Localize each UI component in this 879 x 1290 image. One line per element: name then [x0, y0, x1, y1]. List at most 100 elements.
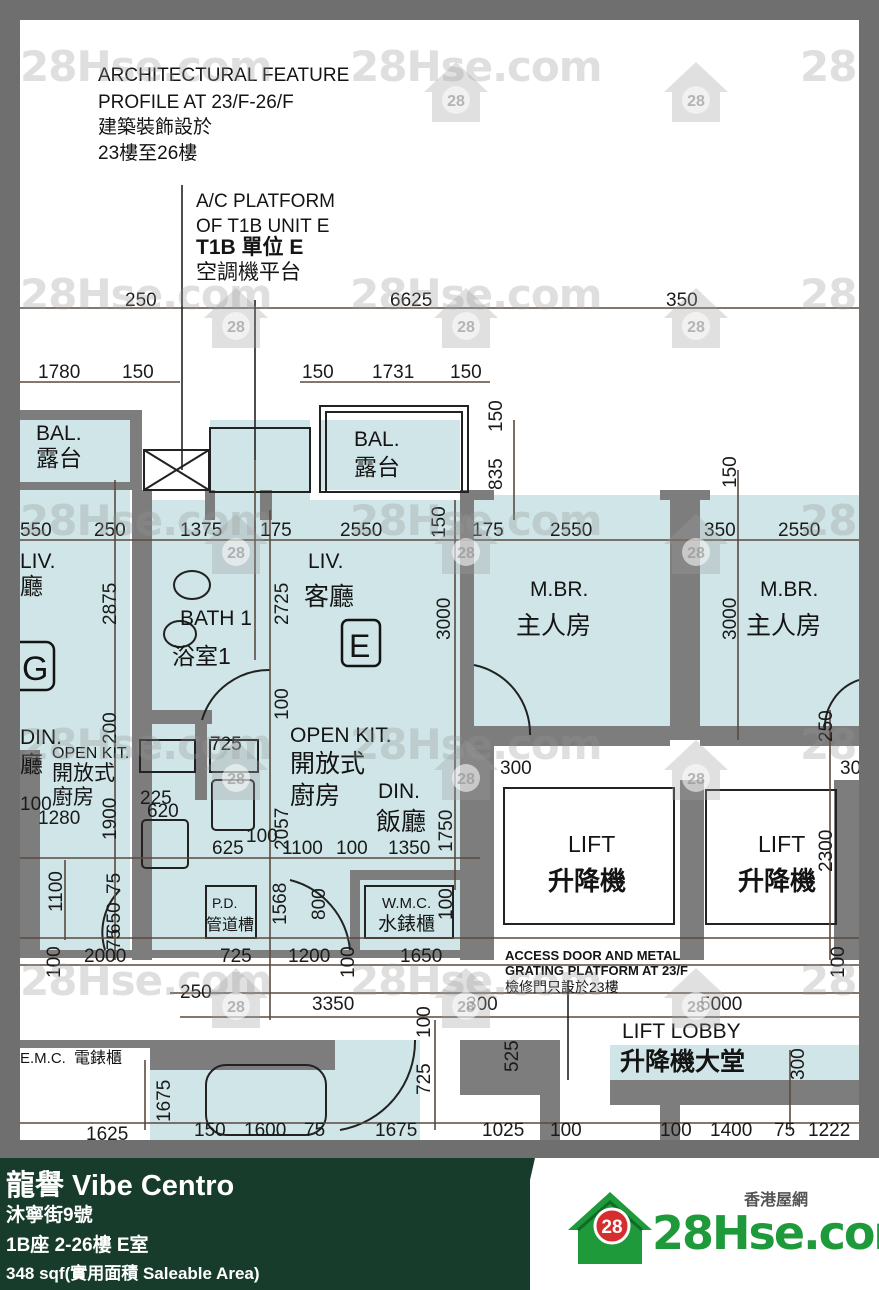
kitchen-label-cn-1: 開放式: [290, 750, 365, 778]
svg-text:28: 28: [687, 545, 705, 562]
mid-balcony-label-en: BAL.: [354, 428, 400, 451]
dim-label: 100: [660, 1120, 692, 1140]
svg-text:28: 28: [227, 319, 245, 336]
watermark-text: 28Hse.com: [20, 42, 273, 91]
watermark-house-icon: 28: [424, 62, 488, 122]
dim-label: 800: [309, 888, 330, 920]
dim-label: 1400: [710, 1120, 752, 1140]
dim-label: 1280: [38, 808, 80, 829]
lift-lobby-label-en: LIFT LOBBY: [622, 1020, 741, 1043]
pipe-duct-label-cn: 管道槽: [206, 916, 254, 934]
kitchen-label-cn-2: 廚房: [290, 782, 340, 810]
dim-label: 725: [210, 734, 242, 755]
dim-label: 150: [302, 362, 334, 383]
dim-label: 3350: [312, 994, 354, 1015]
dim-label: 1780: [38, 362, 80, 383]
dining-label-cn: 飯廳: [376, 808, 426, 836]
dim-label: 150: [194, 1120, 226, 1140]
left-dining-label-cn: 廳: [20, 751, 43, 777]
left-living-label-en: LIV.: [20, 550, 55, 573]
svg-text:28: 28: [687, 999, 705, 1016]
left-kitchen-label-cn-2: 廚房: [52, 786, 94, 809]
dim-label: 1100: [282, 838, 323, 859]
dim-label: 2875: [100, 583, 121, 625]
ac-platform-note-en-1: A/C PLATFORM: [196, 191, 335, 212]
dim-label: 1650: [400, 946, 442, 967]
ac-platform-note-cn-1: T1B 單位 E: [196, 235, 303, 259]
house-logo-icon[interactable]: 28: [566, 1186, 656, 1266]
dim-label: 100: [246, 826, 278, 847]
dim-label: 75: [104, 873, 125, 894]
dim-label: 3000: [720, 598, 741, 640]
dim-label: 725: [414, 1063, 435, 1095]
dim-label: 300: [500, 758, 532, 779]
svg-text:28: 28: [457, 999, 475, 1016]
building-address: 沐寧街9號: [6, 1205, 93, 1226]
dim-label: 1375: [180, 520, 222, 541]
dim-label: 1350: [388, 838, 430, 859]
access-door-note-en-1: ACCESS DOOR AND METAL: [505, 948, 681, 963]
dim-label: 100: [436, 888, 457, 920]
dim-label: 200: [100, 712, 121, 744]
watermark-text: 28Hse.com: [800, 956, 859, 1005]
dim-label: 525: [502, 1040, 523, 1072]
dim-label: 150: [429, 506, 450, 538]
watermark-house-icon: 28: [664, 740, 728, 800]
living-label-en: LIV.: [308, 550, 343, 573]
mid-balcony-fill: [320, 420, 460, 490]
dim-label: 6625: [390, 290, 432, 311]
svg-text:28: 28: [227, 999, 245, 1016]
room-labels: BAL. 露台 BAL. 露台 LIV. 廳 G DIN. 廳 OPEN KIT…: [20, 422, 821, 1076]
lift-shaft-2: [705, 789, 837, 925]
dim-label: 1200: [288, 946, 330, 967]
pipe-duct-label-en: P.D.: [212, 895, 237, 911]
watermark-text: 28Hse.com: [800, 270, 859, 319]
watermark-house-icon: 28: [664, 62, 728, 122]
dim-label: 550: [20, 520, 52, 541]
watermark-house-icon: 28: [434, 968, 498, 1028]
dim-label: 150: [486, 400, 507, 432]
unit-e-letter: E: [349, 628, 370, 664]
mid-balcony-label-cn: 露台: [354, 454, 400, 480]
left-dining-label-en: DIN.: [20, 726, 62, 749]
svg-text:28: 28: [227, 545, 245, 562]
watermark-house-icon: 28: [434, 288, 498, 348]
bathroom-label-en: BATH 1: [180, 607, 252, 630]
dining-label-en: DIN.: [378, 780, 420, 803]
dim-label: 5000: [700, 994, 742, 1015]
watermark-text: 28Hse.com: [350, 42, 603, 91]
lift-lobby-label-cn: 升降機大堂: [620, 1047, 745, 1076]
arch-feature-note-en-1: ARCHITECTURAL FEATURE: [98, 65, 349, 86]
dim-label: 625: [212, 838, 244, 859]
floor-plan-drawing: 250 6625 350 1780 150 150 1731 150 550 2…: [20, 65, 859, 1140]
leader-lines: [181, 185, 569, 1080]
dim-label: 1731: [372, 362, 414, 383]
watermark-text: 28Hse.com: [20, 496, 273, 545]
master-bedroom-1-label-cn: 主人房: [516, 612, 591, 640]
arch-feature-note-en-2: PROFILE AT 23/F-26/F: [98, 92, 294, 113]
dim-label: 175: [472, 520, 504, 541]
dim-label: 100: [828, 946, 849, 978]
dim-label: 1750: [436, 810, 457, 852]
dim-label: 1222: [808, 1120, 850, 1140]
brand-chinese-name: 香港屋網: [744, 1192, 809, 1209]
left-kitchen-label-cn-1: 開放式: [52, 762, 115, 785]
living-label-cn: 客廳: [304, 583, 354, 611]
ac-platform-fill: [210, 420, 310, 500]
dim-label: 150: [122, 362, 154, 383]
svg-text:28: 28: [457, 771, 475, 788]
dim-label: 2550: [778, 520, 820, 541]
dim-label: 835: [486, 458, 507, 490]
lift-shaft-1: [503, 787, 675, 925]
master-bedroom-1-label-en: M.BR.: [530, 578, 588, 601]
dimension-lines: [20, 307, 859, 1130]
dim-label: 250: [125, 290, 157, 311]
dim-label: 1100: [46, 871, 67, 912]
brand-logo-text[interactable]: 28Hse.com: [652, 1206, 879, 1260]
bathtub: [205, 1064, 327, 1136]
watermark-text: 28Hse.com: [20, 270, 273, 319]
dim-label: 100: [338, 946, 359, 978]
lift-1-label-cn: 升降機: [548, 866, 626, 896]
dim-label: 75: [304, 1120, 325, 1140]
watermark-text: 28Hse.com: [350, 720, 603, 769]
